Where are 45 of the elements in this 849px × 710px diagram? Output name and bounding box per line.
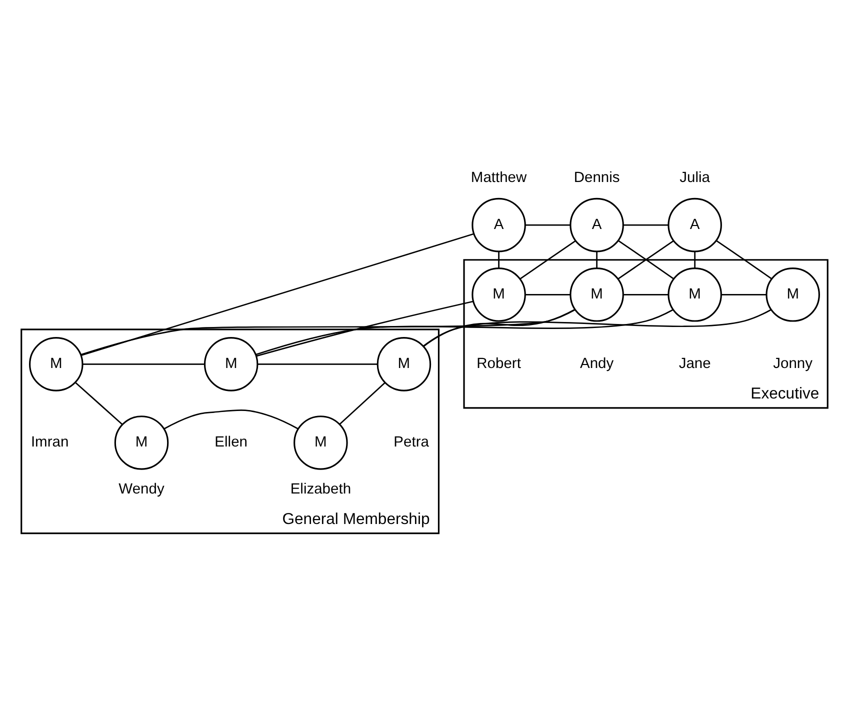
node-label: Wendy (118, 481, 164, 498)
node-label: Jonny (773, 356, 813, 372)
node-circle: M (376, 336, 432, 391)
connector (520, 240, 576, 280)
node-circle: M (570, 267, 624, 322)
node-label: Matthew (470, 170, 527, 186)
connector (596, 251, 598, 268)
node-circle: M (766, 267, 820, 322)
node-label: Andy (580, 356, 614, 372)
node-circle: A (472, 197, 526, 252)
connector (81, 232, 474, 356)
node-label: Julia (680, 170, 710, 186)
connector (716, 240, 772, 279)
node-label: Ellen (214, 434, 248, 450)
node-circle: M (204, 336, 258, 391)
connector (525, 224, 570, 226)
node-circle: A (668, 197, 722, 252)
connector (423, 308, 576, 346)
node-circle: A (570, 197, 624, 252)
connector (694, 251, 696, 268)
node-circle: M (668, 267, 722, 322)
connector (498, 251, 500, 268)
connector (80, 308, 576, 355)
connector (82, 363, 205, 364)
connector (422, 308, 772, 346)
node-label: Imran (30, 434, 69, 450)
node-label: Jane (678, 356, 711, 372)
connector (721, 293, 766, 295)
connector (623, 293, 668, 295)
connector (256, 300, 473, 356)
connector (339, 382, 386, 424)
node-circle: M (29, 336, 84, 391)
node-label: Dennis (574, 170, 620, 186)
connector (256, 308, 674, 355)
connector (623, 224, 668, 226)
node-circle: M (294, 415, 348, 470)
node-circle: M (114, 415, 169, 470)
connector (164, 409, 298, 429)
connector (525, 293, 570, 295)
node-label: Petra (394, 434, 429, 450)
connector (75, 382, 123, 424)
node-label: Robert (476, 356, 521, 372)
connector (258, 363, 378, 364)
node-label: Elizabeth (290, 481, 352, 498)
node-circle: M (472, 267, 526, 322)
